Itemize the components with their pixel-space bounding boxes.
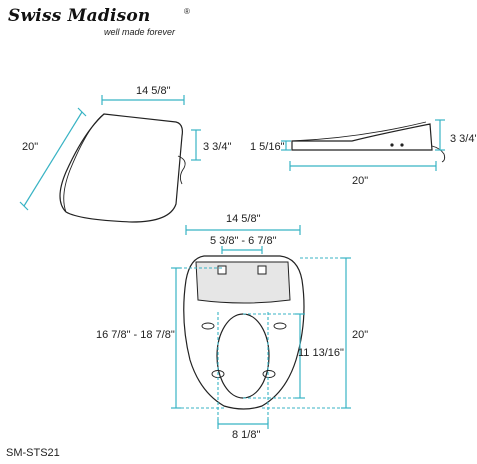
hinge-bolt-left bbox=[217, 265, 227, 275]
bumper-right-top bbox=[273, 322, 287, 330]
hinge-spacing-label: 5 3/8" - 6 7/8" bbox=[210, 235, 277, 247]
opening-length-label: 11 13/16" bbox=[298, 347, 344, 359]
top-view-height-label: 3 3/4" bbox=[203, 141, 231, 153]
overall-length-label: 20" bbox=[352, 329, 368, 341]
side-view-length-label: 20" bbox=[352, 175, 368, 187]
front-width-label: 14 5/8" bbox=[226, 213, 261, 225]
seat-opening bbox=[216, 313, 270, 399]
mount-to-front-label: 16 7/8" - 18 7/8" bbox=[96, 329, 175, 341]
side-button-1 bbox=[390, 143, 394, 147]
side-view-height-label: 3 3/4" bbox=[450, 133, 477, 145]
side-view-low-height-label: 1 5/16" bbox=[250, 141, 285, 153]
registered-mark: ® bbox=[184, 7, 190, 16]
opening-width-label: 8 1/8" bbox=[232, 429, 260, 441]
side-view: 1 5/16" 3 3/4" 20" bbox=[250, 119, 477, 187]
top-view-width-label: 14 5/8" bbox=[136, 85, 171, 97]
seat-angled-lid-edge bbox=[63, 113, 105, 213]
side-cable bbox=[431, 145, 446, 163]
seat-angled-outline bbox=[59, 113, 183, 223]
hinge-bolt-right bbox=[257, 265, 267, 275]
control-cable bbox=[177, 155, 186, 185]
brand-tagline: well made forever bbox=[104, 27, 176, 37]
brand-logo: Swiss Madison well made forever ® bbox=[8, 6, 208, 42]
seat-side-lid bbox=[291, 121, 427, 142]
model-number: SM-STS21 bbox=[6, 447, 60, 459]
plan-view: 14 5/8" 5 3/8" - 6 7/8" 16 7/8" - 18 7/8… bbox=[96, 213, 368, 441]
bumper-right-bottom bbox=[262, 370, 276, 378]
angled-top-view: 14 5/8" 20" 3 3/4" bbox=[19, 85, 231, 223]
brand-name: Swiss Madison bbox=[8, 6, 151, 26]
side-button-2 bbox=[400, 143, 404, 147]
top-view-depth-label: 20" bbox=[22, 141, 38, 153]
seat-side-outline bbox=[291, 123, 433, 151]
bumper-left-top bbox=[201, 322, 215, 330]
